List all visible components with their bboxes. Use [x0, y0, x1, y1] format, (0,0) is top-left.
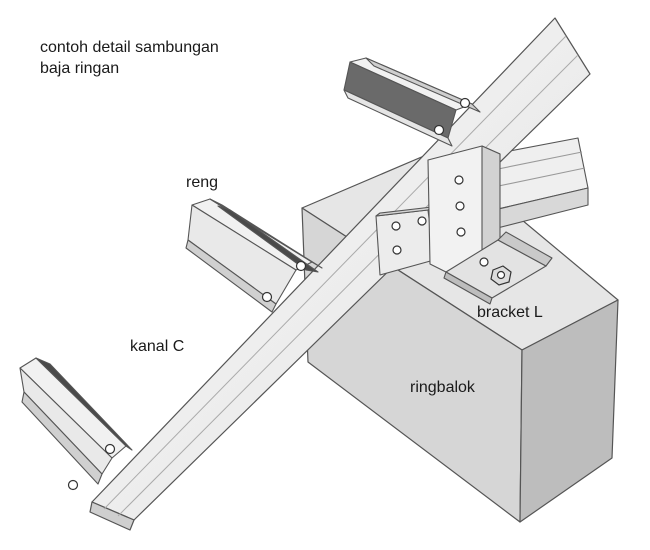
- screw: [295, 260, 307, 272]
- bolt: [454, 175, 464, 185]
- label-bracket-l: bracket L: [477, 304, 543, 321]
- label-reng: reng: [186, 174, 219, 191]
- bolt: [392, 245, 402, 255]
- screw: [67, 479, 79, 491]
- kanal-c-rafter: [89, 17, 591, 531]
- title-line-1: contoh detail sambungan: [40, 39, 219, 56]
- screw: [261, 291, 273, 303]
- label-ringbalok: ringbalok: [410, 379, 475, 396]
- bolt: [479, 257, 489, 267]
- reng-middle: [185, 198, 323, 313]
- rafter-screws: [67, 97, 471, 491]
- bracket-bolts: [391, 175, 489, 267]
- bolt: [391, 221, 401, 231]
- bolt: [456, 227, 466, 237]
- bracket-l: [375, 145, 553, 305]
- title-line-2: baja ringan: [40, 59, 120, 77]
- reng-top: [343, 57, 481, 147]
- diagram-title: contoh detail sambungan baja ringan: [40, 38, 219, 80]
- reng-bottom: [19, 357, 133, 485]
- label-kanal-c: kanal C: [130, 338, 185, 355]
- screw: [433, 124, 445, 136]
- anchor-nut: [490, 265, 512, 286]
- screw: [459, 97, 471, 109]
- bolt: [417, 216, 427, 226]
- bolt: [455, 201, 465, 211]
- ringbalok-side-face: [519, 299, 619, 523]
- screw: [104, 443, 116, 455]
